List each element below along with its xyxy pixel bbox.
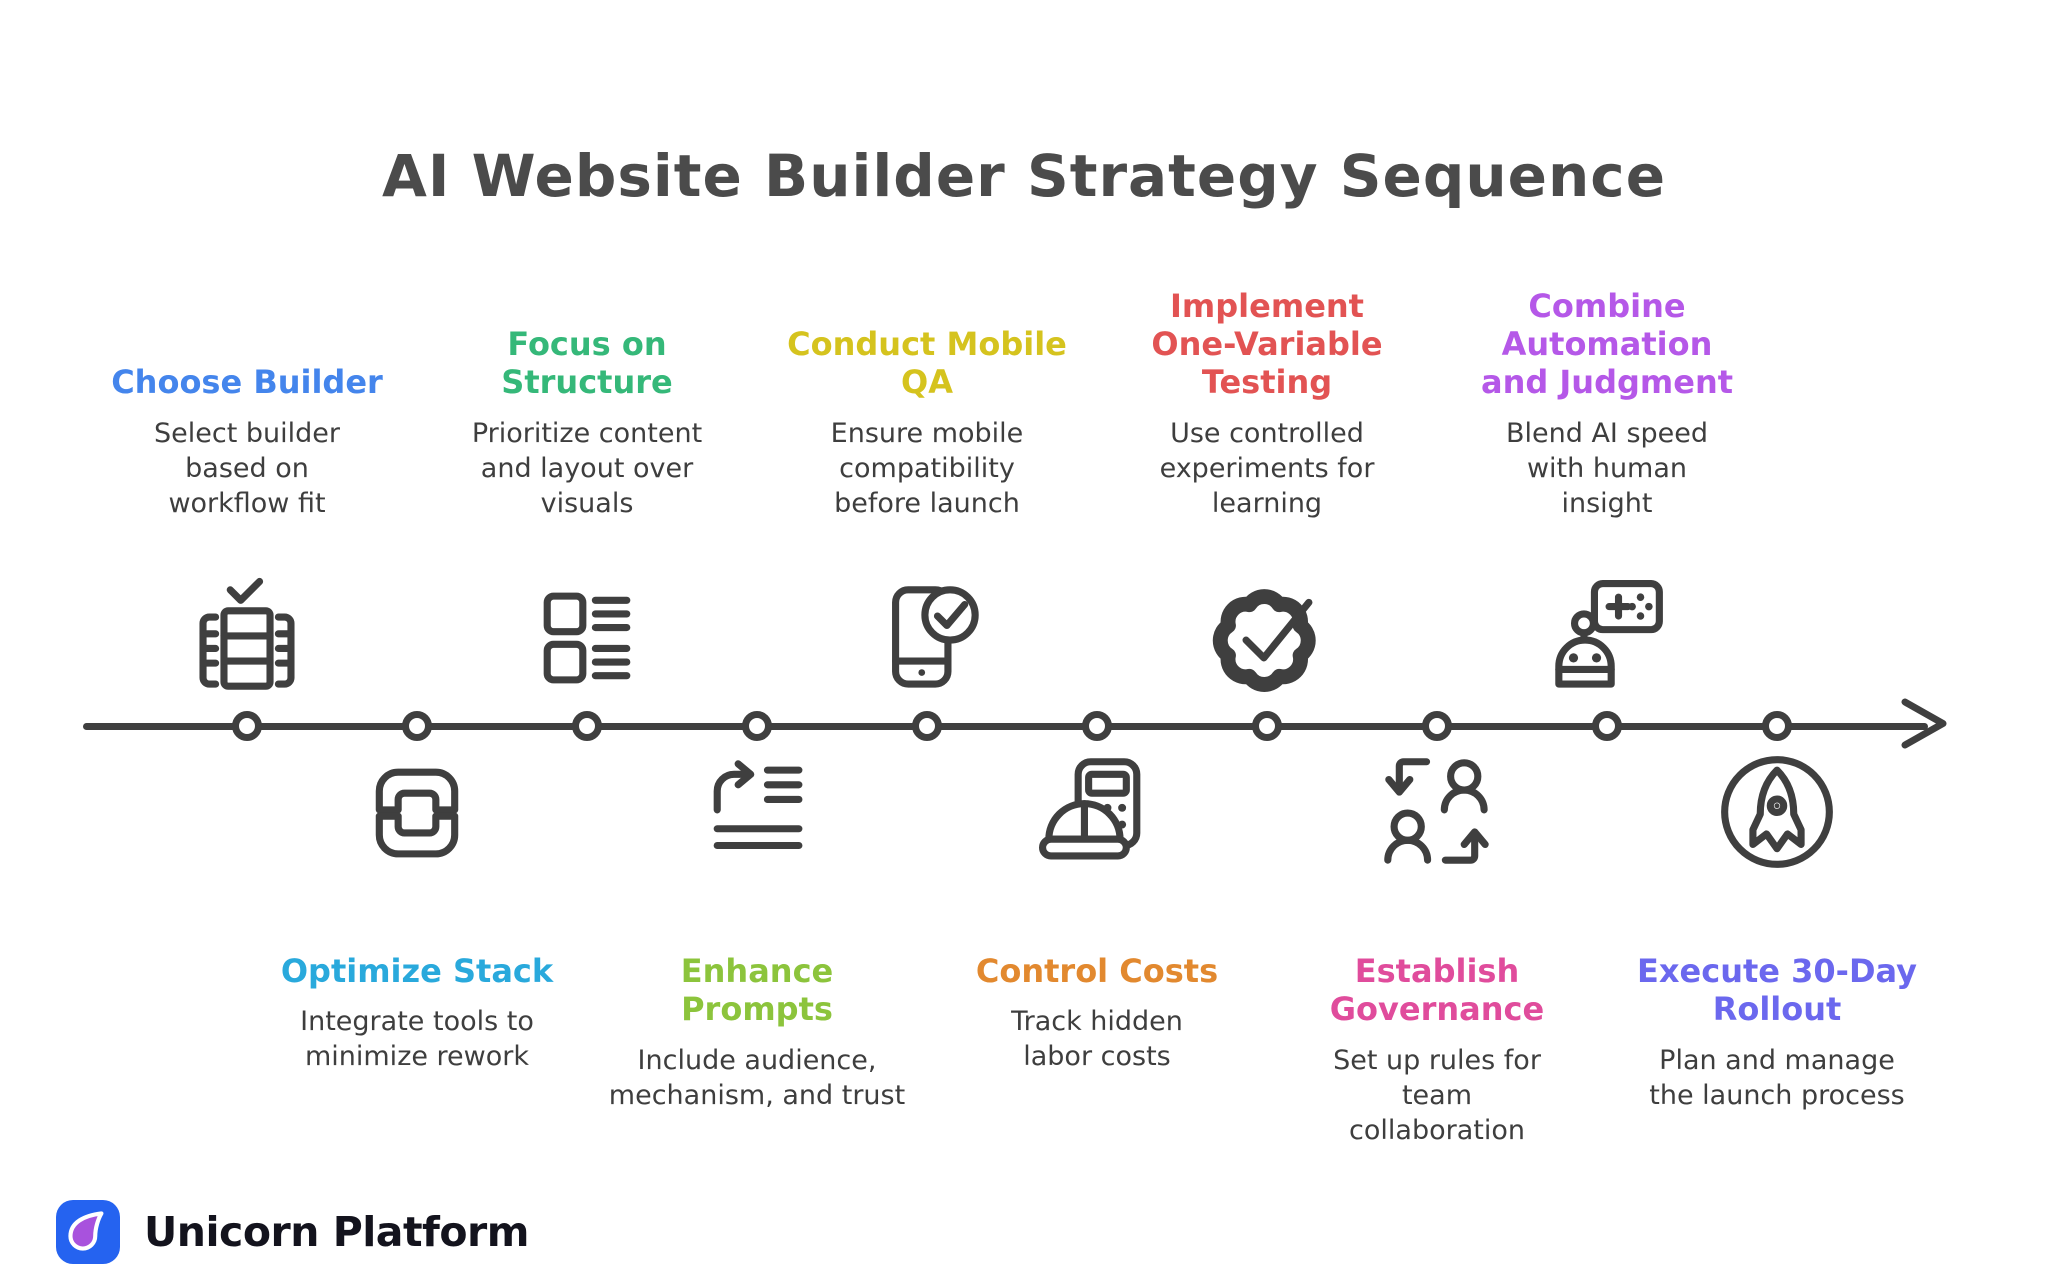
calculator-hardhat-icon	[1029, 744, 1165, 880]
step-title: Enhance Prompts	[680, 952, 834, 1029]
step-title: Choose Builder	[111, 363, 383, 402]
step-description: Integrate tools to minimize rework	[300, 1006, 534, 1073]
step-description: Include audience, mechanism, and trust	[608, 1044, 906, 1111]
step-description: Prioritize content and layout over visua…	[471, 417, 703, 519]
people-exchange-icon	[1369, 744, 1505, 880]
timeline-node	[1252, 711, 1282, 741]
step-description: Select builder based on workflow fit	[154, 417, 340, 519]
timeline-node	[572, 711, 602, 741]
step-title: Combine Automation and Judgment	[1480, 286, 1734, 402]
timeline-line	[83, 723, 1928, 730]
timeline-node	[912, 711, 942, 741]
rocket-circle-icon	[1709, 744, 1845, 880]
robot-gamepad-icon	[1539, 570, 1675, 706]
page-title: AI Website Builder Strategy Sequence	[381, 142, 1667, 210]
timeline-node	[1762, 711, 1792, 741]
step-block-mobile-qa: Conduct Mobile QA Ensure mobile compatib…	[757, 225, 1097, 521]
step-title: Control Costs	[975, 952, 1219, 990]
step-block-automation-judgment: Combine Automation and Judgment Blend AI…	[1437, 225, 1777, 521]
step-title: Conduct Mobile QA	[787, 324, 1067, 402]
layout-list-icon	[519, 570, 655, 706]
step-block-choose-builder: Choose Builder Select builder based on w…	[77, 225, 417, 521]
badge-check-icon	[1199, 570, 1335, 706]
step-description: Set up rules for team collaboration	[1333, 1044, 1541, 1146]
step-title: Establish Governance	[1329, 952, 1545, 1029]
step-block-enhance-prompts: Enhance Prompts Include audience, mechan…	[587, 952, 927, 1113]
step-title: Focus on Structure	[501, 324, 673, 402]
brand-name: Unicorn Platform	[144, 1208, 530, 1256]
step-description: Track hidden labor costs	[1011, 1006, 1183, 1073]
step-title: Optimize Stack	[280, 952, 554, 990]
prompt-lines-arrow-icon	[689, 744, 825, 880]
timeline-arrowhead-icon	[1901, 698, 1947, 749]
mobile-check-icon	[859, 570, 995, 706]
builder-check-icon	[179, 570, 315, 706]
timeline-node	[1082, 711, 1112, 741]
step-description: Use controlled experiments for learning	[1159, 417, 1375, 519]
timeline-node	[1422, 711, 1452, 741]
unicorn-platform-logo-icon	[56, 1200, 120, 1264]
timeline-node	[402, 711, 432, 741]
step-block-execute-rollout: Execute 30-Day Rollout Plan and manage t…	[1607, 952, 1947, 1113]
step-title: Execute 30-Day Rollout	[1637, 952, 1917, 1029]
stack-box-icon	[349, 744, 485, 880]
step-block-establish-governance: Establish Governance Set up rules for te…	[1267, 952, 1607, 1148]
timeline-node	[232, 711, 262, 741]
step-block-one-variable-testing: Implement One-Variable Testing Use contr…	[1097, 225, 1437, 521]
step-block-focus-structure: Focus on Structure Prioritize content an…	[417, 225, 757, 521]
step-description: Blend AI speed with human insight	[1505, 417, 1709, 519]
step-description: Ensure mobile compatibility before launc…	[830, 417, 1024, 519]
step-description: Plan and manage the launch process	[1649, 1044, 1905, 1111]
timeline-node	[1592, 711, 1622, 741]
step-title: Implement One-Variable Testing	[1151, 286, 1383, 402]
brand-footer: Unicorn Platform	[56, 1200, 530, 1264]
step-block-control-costs: Control Costs Track hidden labor costs	[927, 952, 1267, 1075]
step-block-optimize-stack: Optimize Stack Integrate tools to minimi…	[247, 952, 587, 1075]
timeline-node	[742, 711, 772, 741]
